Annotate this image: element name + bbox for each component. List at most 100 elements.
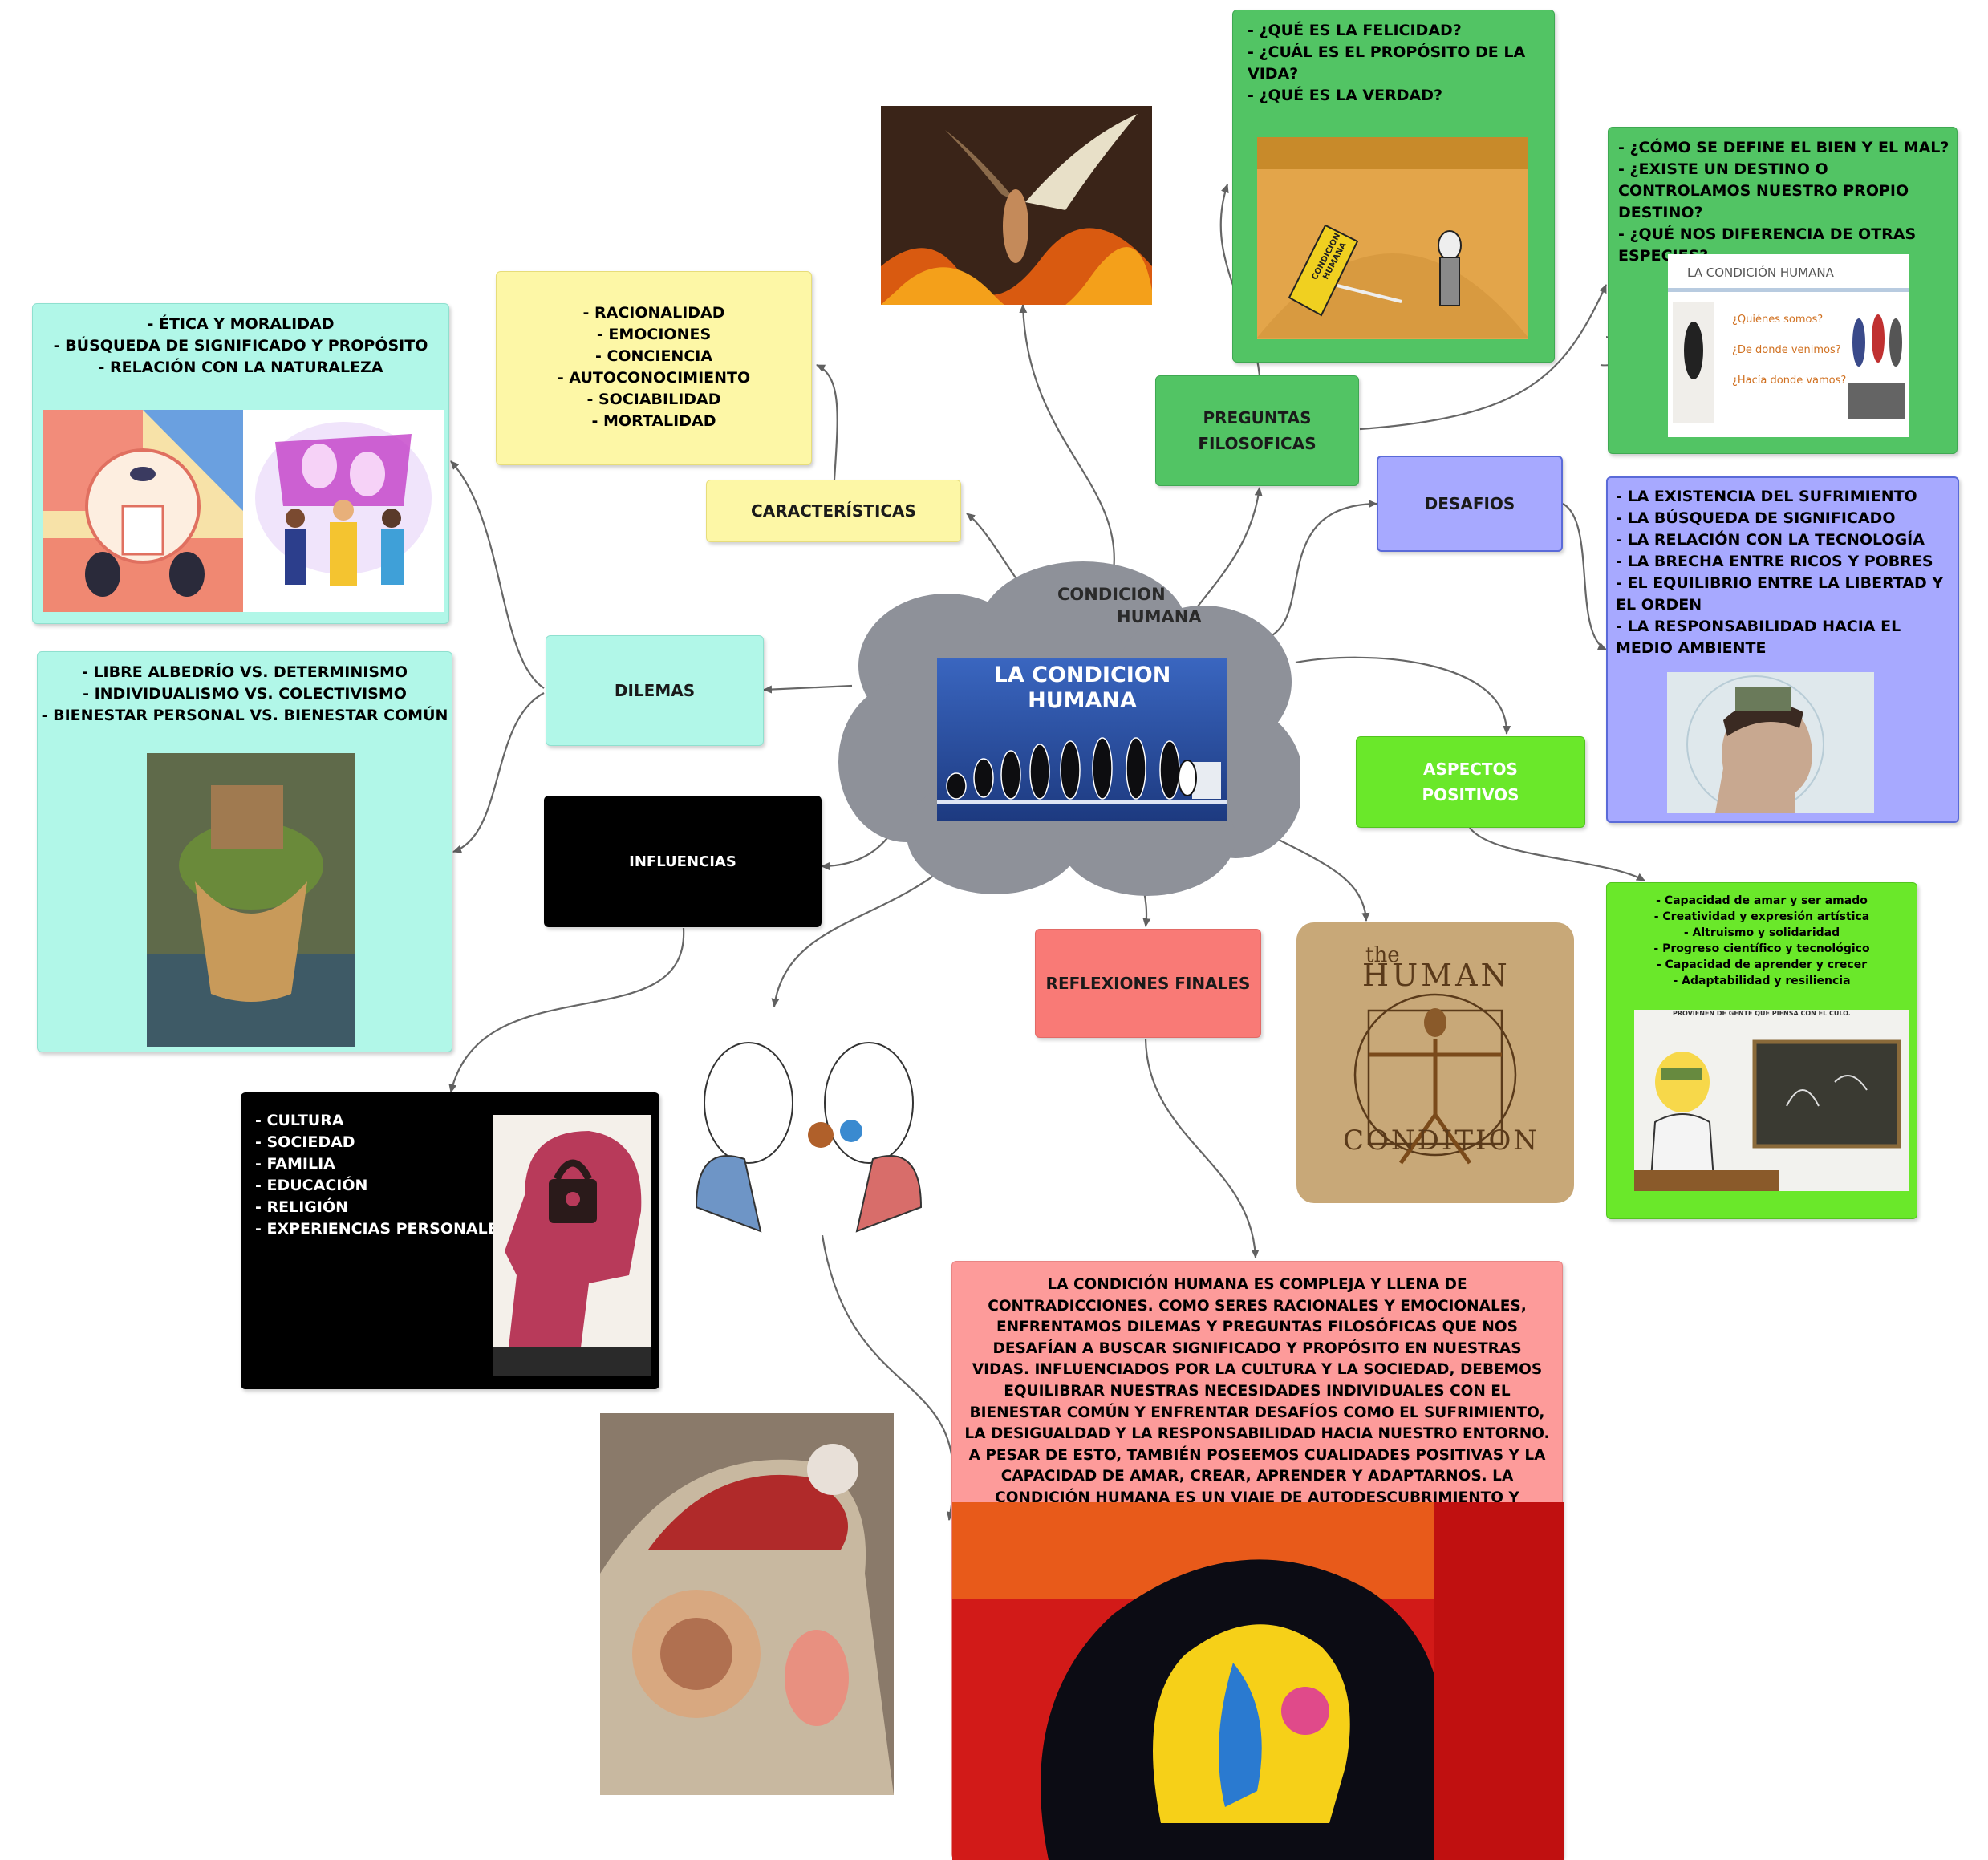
- link-caracteristicas-box: [816, 364, 838, 480]
- aspectos-label-line1: ASPECTOS: [1423, 760, 1518, 779]
- evolution-banner-image: LA CONDICION HUMANA: [937, 658, 1227, 821]
- vitruvian-the: the: [1365, 943, 1400, 967]
- list-item: - LIBRE ALBEDRÍO VS. DETERMINISMO: [81, 663, 408, 681]
- libre-list: - LIBRE ALBEDRÍO VS. DETERMINISMO - INDI…: [38, 662, 452, 727]
- link-desafios-box: [1562, 503, 1607, 650]
- fallen-sign-image: CONDICION HUMANA: [1257, 137, 1528, 339]
- masks-people-image: [243, 410, 444, 612]
- quienes-somos-slide-image: LA CONDICIÓN HUMANA ¿Quiénes somos? ¿De …: [1668, 254, 1909, 437]
- list-item: - EDUCACIÓN: [255, 1177, 368, 1194]
- list-item: - LA EXISTENCIA DEL SUFRIMIENTO: [1616, 488, 1917, 505]
- dilemas-libre-box: - LIBRE ALBEDRÍO VS. DETERMINISMO - INDI…: [37, 651, 452, 1052]
- preguntas-box2: - ¿CÓMO SE DEFINE EL BIEN Y EL MAL? - ¿E…: [1608, 127, 1958, 454]
- dilemas-label: DILEMAS: [614, 681, 696, 700]
- list-item: - LA BÚSQUEDA DE SIGNIFICADO: [1616, 509, 1896, 527]
- link-angel: [1019, 304, 1115, 572]
- reflexiones-box: LA CONDICIÓN HUMANA ES COMPLEJA Y LLENA …: [951, 1261, 1564, 1860]
- link-preguntas: [1195, 487, 1263, 610]
- slide-rule: [1668, 288, 1909, 292]
- dilemas-node[interactable]: DILEMAS: [546, 635, 764, 746]
- list-item: - BIENESTAR PERSONAL VS. BIENESTAR COMÚN: [41, 707, 448, 724]
- influencias-label: INFLUENCIAS: [629, 853, 736, 870]
- link-aspectos: [1295, 656, 1511, 735]
- desafios-box: - LA EXISTENCIA DEL SUFRIMIENTO - LA BÚS…: [1606, 476, 1959, 823]
- list-item: - LA BRECHA ENTRE RICOS Y POBRES: [1616, 553, 1933, 570]
- preguntas-box1: - ¿QUÉ ES LA FELICIDAD? - ¿CUÁL ES EL PR…: [1232, 10, 1555, 363]
- desafios-list: - LA EXISTENCIA DEL SUFRIMIENTO - LA BÚS…: [1616, 486, 1954, 659]
- silhouette-figures-icon: [1673, 302, 1905, 423]
- aspectos-node[interactable]: ASPECTOS POSITIVOS: [1356, 736, 1585, 828]
- reflexiones-node[interactable]: REFLEXIONES FINALES: [1035, 929, 1261, 1038]
- preguntas-node[interactable]: PREGUNTAS FILOSOFICAS: [1155, 375, 1359, 486]
- link-dilemas: [763, 684, 853, 694]
- list-item: - SOCIABILIDAD: [586, 391, 721, 408]
- desafios-node[interactable]: DESAFIOS: [1377, 456, 1563, 552]
- socrates-drawing-image: [688, 1007, 929, 1235]
- list-item: - FAMILIA: [255, 1155, 335, 1173]
- list-item: - RELACIÓN CON LA NATURALEZA: [98, 359, 383, 376]
- list-item: - Capacidad de amar y ser amado: [1656, 894, 1868, 907]
- list-item: - Adaptabilidad y resiliencia: [1673, 975, 1851, 987]
- list-item: - Progreso científico y tecnológico: [1653, 942, 1870, 955]
- link-aspectos-box: [1469, 827, 1645, 881]
- link-vitruvian: [1275, 837, 1370, 922]
- fallen-angel-image: [881, 106, 1152, 305]
- vitruvian-human: HUMAN: [1362, 958, 1511, 993]
- ear-shell-painting-image: [600, 1413, 894, 1795]
- dilemas-etica-box: - ÉTICA Y MORALIDAD - BÚSQUEDA DE SIGNIF…: [32, 303, 449, 624]
- list-item: - ¿QUÉ ES LA VERDAD?: [1248, 87, 1442, 104]
- influencias-node[interactable]: INFLUENCIAS: [544, 796, 822, 927]
- list-item: - RELIGIÓN: [255, 1198, 349, 1216]
- link-socrates: [771, 861, 951, 1007]
- aspectos-label-line2: POSITIVOS: [1422, 785, 1519, 804]
- list-item: - BÚSQUEDA DE SIGNIFICADO Y PROPÓSITO: [53, 337, 428, 355]
- link-preguntas-box2: [1359, 284, 1608, 431]
- list-item: - LA RESPONSABILIDAD HACIA EL MEDIO AMBI…: [1616, 618, 1901, 657]
- vitruvian-condition: CONDITION: [1343, 1125, 1540, 1157]
- preguntas-label-line1: PREGUNTAS: [1203, 408, 1312, 428]
- preguntas-box1-list: - ¿QUÉ ES LA FELICIDAD? - ¿CUÁL ES EL PR…: [1248, 20, 1554, 107]
- list-item: - Altruismo y solidaridad: [1683, 926, 1840, 939]
- list-item: - INDIVIDUALISMO VS. COLECTIVISMO: [83, 685, 407, 703]
- caracteristicas-list: - RACIONALIDAD - EMOCIONES - CONCIENCIA …: [497, 302, 811, 432]
- professor-caption: PROVIENEN DE GENTE QUE PIENSA CON EL CUL…: [1673, 1010, 1851, 1017]
- list-item: - Capacidad de aprender y crecer: [1656, 958, 1868, 971]
- reflexiones-text: LA CONDICIÓN HUMANA ES COMPLEJA Y LLENA …: [964, 1276, 1550, 1528]
- list-item: - EL EQUILIBRIO ENTRE LA LIBERTAD Y EL O…: [1616, 574, 1944, 614]
- list-item: - SOCIEDAD: [255, 1133, 355, 1151]
- list-item: - CONCIENCIA: [594, 347, 713, 365]
- aspectos-box: - Capacidad de amar y ser amado - Creati…: [1606, 882, 1917, 1219]
- list-item: - ¿CUÁL ES EL PROPÓSITO DE LA VIDA?: [1248, 43, 1526, 83]
- professor-chalkboard-image: PROVIENEN DE GENTE QUE PIENSA CON EL CUL…: [1634, 1010, 1909, 1191]
- list-item: - ÉTICA Y MORALIDAD: [147, 315, 335, 333]
- slide-title: LA CONDICIÓN HUMANA: [1687, 265, 1834, 280]
- reflexiones-label: REFLEXIONES FINALES: [1045, 974, 1251, 993]
- slide-q3: ¿Hacía donde vamos?: [1732, 375, 1847, 387]
- list-item: - ¿QUÉ ES LA FELICIDAD?: [1248, 22, 1462, 39]
- colorful-head-image: [952, 1502, 1564, 1860]
- cloud-label-line1: CONDICION: [1057, 585, 1166, 604]
- list-item: - ¿EXISTE UN DESTINO O CONTROLAMOS NUEST…: [1618, 160, 1909, 221]
- caracteristicas-box: - RACIONALIDAD - EMOCIONES - CONCIENCIA …: [496, 271, 812, 465]
- caracteristicas-node[interactable]: CARACTERÍSTICAS: [706, 480, 961, 542]
- evolution-silhouettes-icon: [937, 737, 1227, 804]
- list-item: - LA RELACIÓN CON LA TECNOLOGÍA: [1616, 531, 1925, 549]
- link-dilemas-etica: [450, 460, 545, 689]
- caracteristicas-label: CARACTERÍSTICAS: [751, 501, 916, 521]
- surreal-room-image: [43, 410, 243, 612]
- list-item: - CULTURA: [255, 1112, 344, 1129]
- link-dilemas-libre: [452, 692, 545, 853]
- influencias-box: - CULTURA - SOCIEDAD - FAMILIA - EDUCACI…: [241, 1092, 659, 1389]
- list-item: - MORTALIDAD: [591, 412, 716, 430]
- banner-title: LA CONDICION HUMANA: [937, 663, 1227, 714]
- thinking-head-image: [1667, 672, 1874, 813]
- vitruvian-human-condition-image: the HUMAN CONDITION: [1296, 922, 1574, 1203]
- list-item: - RACIONALIDAD: [582, 304, 725, 322]
- desafios-label: DESAFIOS: [1424, 494, 1515, 513]
- slide-q2: ¿De donde venimos?: [1732, 344, 1841, 356]
- slide-q1: ¿Quiénes somos?: [1732, 314, 1824, 326]
- cloud-label-line2: HUMANA: [1117, 607, 1202, 626]
- link-influencias-box: [448, 927, 685, 1093]
- central-cloud-label: CONDICION HUMANA: [1043, 583, 1203, 628]
